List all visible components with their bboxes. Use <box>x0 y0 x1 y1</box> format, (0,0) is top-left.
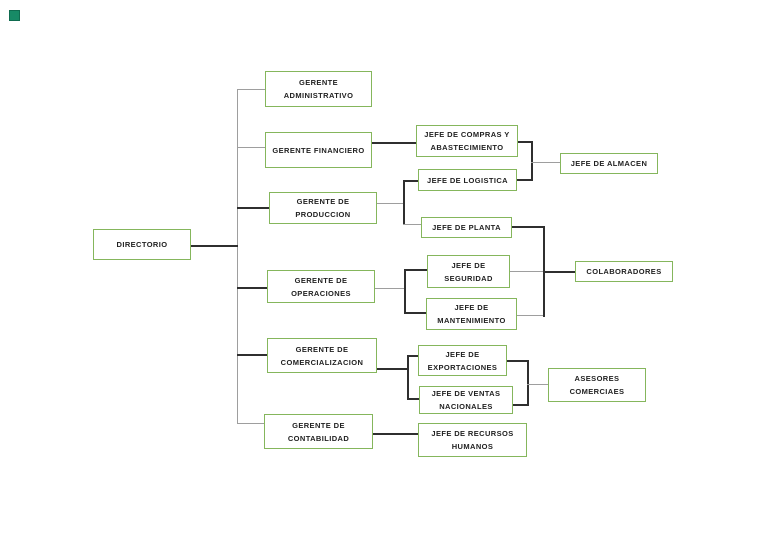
node-jefe-de-logistica: JEFE DE LOGISTICA <box>418 169 517 191</box>
connector <box>372 142 416 144</box>
connector <box>507 360 527 362</box>
node-label: GERENTE DE OPERACIONES <box>291 275 351 298</box>
node-jefe-de-seguridad: JEFE DE SEGURIDAD <box>427 255 510 288</box>
node-label: GERENTE ADMINISTRATIVO <box>283 78 354 100</box>
connector <box>403 180 418 182</box>
node-label: JEFE DE PLANTA <box>432 223 501 232</box>
node-jefe-de-mantenimiento: JEFE DE MANTENIMIENTO <box>426 298 517 330</box>
connector <box>191 245 238 247</box>
connector <box>237 89 265 90</box>
node-colaboradores: COLABORADORES <box>575 261 673 282</box>
connector <box>513 404 527 406</box>
connector <box>531 162 560 163</box>
node-jefe-de-ventas-nacionales: JEFE DE VENTAS NACIONALES <box>419 386 513 414</box>
node-label: GERENTE DE CONTABILIDAD <box>287 420 350 443</box>
corner-badge <box>9 10 20 21</box>
node-label: JEFE DE VENTAS NACIONALES <box>431 389 501 411</box>
connector <box>404 269 427 271</box>
connector <box>237 147 265 148</box>
connector <box>237 423 264 424</box>
connector <box>517 315 543 316</box>
connector <box>518 141 531 143</box>
node-directorio: DIRECTORIO <box>93 229 191 260</box>
connector <box>403 180 405 225</box>
node-label: JEFE DE EXPORTACIONES <box>427 349 498 372</box>
connector <box>373 433 418 435</box>
node-label: COLABORADORES <box>586 267 662 276</box>
node-asesores-comerciales: ASESORES COMERCIAES <box>548 368 646 402</box>
connector <box>404 269 406 314</box>
connector <box>375 288 404 289</box>
node-jefe-de-almacen: JEFE DE ALMACEN <box>560 153 658 174</box>
node-label: JEFE DE RECURSOS HUMANOS <box>431 429 514 451</box>
connector <box>531 141 533 181</box>
connector <box>517 179 531 181</box>
node-label: JEFE DE ALMACEN <box>570 159 648 168</box>
node-gerente-de-contabilidad: GERENTE DE CONTABILIDAD <box>264 414 373 449</box>
node-label: JEFE DE COMPRAS Y ABASTECIMIENTO <box>424 130 510 152</box>
node-jefe-de-planta: JEFE DE PLANTA <box>421 217 512 238</box>
connector-spine <box>237 89 238 423</box>
connector <box>237 354 267 356</box>
node-jefe-de-exportaciones: JEFE DE EXPORTACIONES <box>418 345 507 376</box>
connector <box>237 287 267 289</box>
node-label: GERENTE DE PRODUCCION <box>295 197 351 219</box>
node-label: JEFE DE LOGISTICA <box>427 175 508 185</box>
node-gerente-de-produccion: GERENTE DE PRODUCCION <box>269 192 377 224</box>
node-label: ASESORES COMERCIAES <box>569 374 625 396</box>
node-label: JEFE DE MANTENIMIENTO <box>437 303 506 325</box>
connector <box>543 271 575 273</box>
connector <box>237 207 269 209</box>
node-label: GERENTE DE COMERCIALIZACION <box>280 344 364 367</box>
node-label: GERENTE FINANCIERO <box>272 145 365 155</box>
connector <box>527 384 548 385</box>
connector <box>377 368 407 370</box>
node-gerente-de-operaciones: GERENTE DE OPERACIONES <box>267 270 375 303</box>
node-label: JEFE DE SEGURIDAD <box>444 260 493 283</box>
connector <box>403 224 421 225</box>
connector <box>512 226 543 228</box>
connector <box>407 398 419 400</box>
connector <box>510 271 543 272</box>
node-jefe-de-recursos-humanos: JEFE DE RECURSOS HUMANOS <box>418 423 527 457</box>
connector <box>407 355 409 400</box>
connector <box>377 203 403 204</box>
connector <box>527 360 529 406</box>
node-gerente-de-comercializacion: GERENTE DE COMERCIALIZACION <box>267 338 377 373</box>
connector <box>407 355 418 357</box>
node-label: DIRECTORIO <box>116 240 168 249</box>
node-gerente-financiero: GERENTE FINANCIERO <box>265 132 372 168</box>
node-gerente-administrativo: GERENTE ADMINISTRATIVO <box>265 71 372 107</box>
connector <box>404 312 426 314</box>
node-jefe-de-compras-y-abastecimiento: JEFE DE COMPRAS Y ABASTECIMIENTO <box>416 125 518 157</box>
